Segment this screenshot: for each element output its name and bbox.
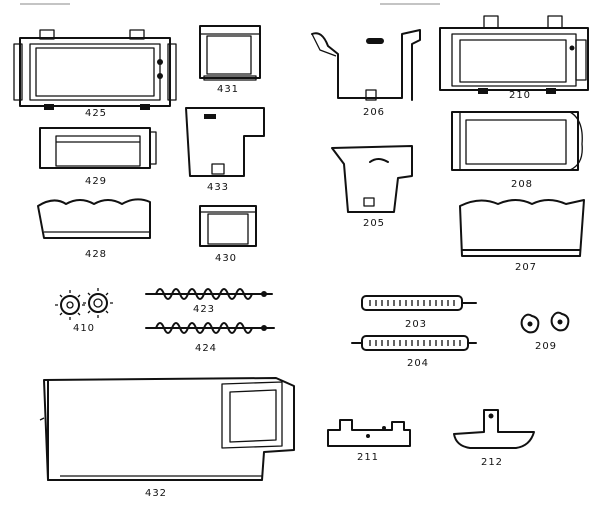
label-425: 425 — [85, 108, 107, 119]
part-204 — [351, 335, 477, 351]
part-203 — [361, 295, 477, 311]
part-424 — [145, 322, 275, 334]
label-433: 433 — [207, 182, 229, 193]
part-212 — [453, 409, 535, 449]
label-432: 432 — [145, 488, 167, 499]
label-431: 431 — [217, 84, 239, 95]
label-206: 206 — [363, 107, 385, 118]
part-431 — [199, 25, 261, 81]
label-424: 424 — [195, 343, 217, 354]
part-210 — [439, 15, 589, 94]
label-209: 209 — [535, 341, 557, 352]
part-425 — [13, 29, 177, 110]
part-428 — [37, 198, 151, 239]
label-211: 211 — [357, 452, 379, 463]
part-429 — [39, 127, 157, 169]
part-207 — [459, 199, 585, 257]
part-208 — [451, 111, 583, 171]
part-433 — [185, 107, 265, 177]
part-205 — [331, 145, 413, 213]
label-212: 212 — [481, 457, 503, 468]
part-432 — [39, 377, 295, 481]
label-210: 210 — [509, 90, 531, 101]
label-204: 204 — [407, 358, 429, 369]
part-209 — [520, 311, 570, 334]
part-211 — [327, 419, 411, 447]
label-410: 410 — [73, 323, 95, 334]
label-429: 429 — [85, 176, 107, 187]
part-423 — [145, 288, 273, 300]
part-430 — [199, 205, 257, 247]
label-423: 423 — [193, 304, 215, 315]
label-205: 205 — [363, 218, 385, 229]
label-203: 203 — [405, 319, 427, 330]
part-206 — [311, 29, 421, 101]
part-410 — [55, 288, 113, 320]
label-208: 208 — [511, 179, 533, 190]
label-428: 428 — [85, 249, 107, 260]
label-430: 430 — [215, 253, 237, 264]
label-207: 207 — [515, 262, 537, 273]
